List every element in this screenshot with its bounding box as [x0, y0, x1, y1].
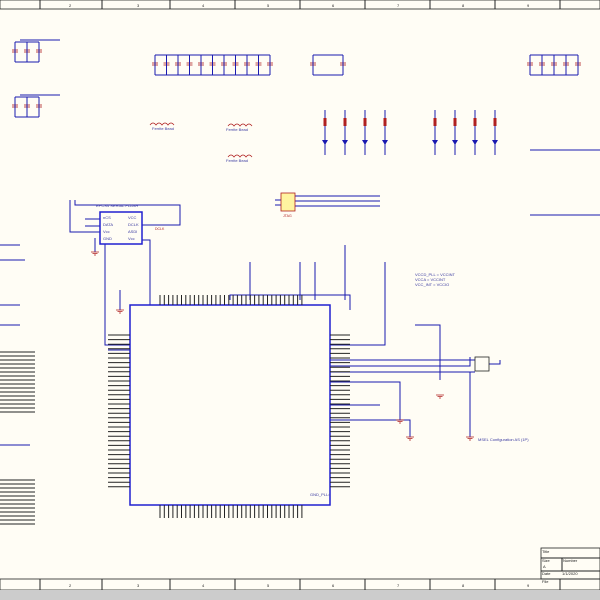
flash-ic-title: EPCS4 SERIAL FLASH	[96, 203, 138, 208]
flash-pin: ASDI	[128, 229, 137, 234]
parts	[0, 41, 581, 525]
zone-label: 8	[462, 583, 465, 588]
wire	[104, 232, 130, 346]
flash-pin: DATA	[103, 222, 113, 227]
ground-icon	[396, 419, 404, 424]
wires	[0, 39, 600, 446]
flash-ic-body[interactable]	[99, 211, 143, 245]
title-label: Title	[542, 549, 550, 554]
jtag-label: JTAG	[283, 214, 292, 218]
ground-icon	[436, 394, 444, 399]
zone-label: 8	[462, 3, 465, 8]
zone-label: 6	[332, 3, 335, 8]
date-label: Date	[542, 571, 551, 576]
led-icon	[472, 140, 478, 145]
zone-label: 5	[267, 3, 270, 8]
msel-note: MSEL Configuration AS (1P)	[478, 437, 529, 442]
flash-pin: nCS	[103, 215, 111, 220]
date-value: 1/1/2020	[562, 571, 578, 576]
title-block: Title Size A Number Date 1/1/2020 File	[540, 547, 600, 584]
flash-pin: Vcc	[103, 229, 110, 234]
zone-label: 7	[397, 583, 400, 588]
dclk-net-label: DCLK	[155, 227, 165, 231]
ferrite-label: Ferrite Bead	[226, 127, 248, 132]
resistor	[493, 118, 497, 126]
note-line3: VCC_INT = VCCIO	[415, 282, 449, 287]
ferrite-label: Ferrite Bead	[226, 158, 248, 163]
zone-label: 6	[332, 583, 335, 588]
zone-label: 9	[527, 583, 530, 588]
wire	[489, 360, 501, 365]
main-ic-body[interactable]	[129, 304, 331, 506]
zone-label: 3	[137, 583, 140, 588]
flash-pin: VCC	[128, 215, 137, 220]
ground-icon	[406, 436, 414, 441]
note-line2: VCCA = VCCINT	[415, 277, 446, 282]
file-label: File	[542, 579, 549, 584]
led-icon	[342, 140, 348, 145]
resistor	[343, 118, 347, 126]
led-icon	[432, 140, 438, 145]
ferrite-bead-icon	[149, 122, 175, 126]
size-label: Size	[542, 558, 551, 563]
ground-icon	[91, 251, 99, 256]
ground-icon	[116, 309, 124, 314]
led-icon	[452, 140, 458, 145]
number-label: Number	[563, 558, 578, 563]
jtag-connector[interactable]	[280, 192, 296, 212]
wire	[229, 294, 351, 310]
resistor	[433, 118, 437, 126]
ferrite-bead-icon	[227, 123, 253, 127]
wire	[69, 200, 100, 233]
zone-label: 4	[202, 583, 205, 588]
zone-label: 5	[267, 583, 270, 588]
wire	[330, 262, 386, 346]
ferrite-bead-icon	[227, 154, 253, 158]
led-icon	[492, 140, 498, 145]
ground-icon	[466, 436, 474, 441]
wire	[74, 200, 181, 226]
wire	[330, 357, 471, 367]
resistor	[363, 118, 367, 126]
ferrite-label: Ferrite Bead	[152, 126, 174, 131]
note-line1: VCCD_PLL = VCCINT	[415, 272, 456, 277]
zone-label: 7	[397, 3, 400, 8]
wire	[415, 324, 441, 380]
zone-label: 2	[69, 3, 72, 8]
wire	[108, 239, 151, 351]
size-value: A	[543, 564, 546, 569]
led-icon	[322, 140, 328, 145]
zone-label: 3	[137, 3, 140, 8]
zone-label: 9	[527, 3, 530, 8]
resistor	[323, 118, 327, 126]
led-icon	[362, 140, 368, 145]
resistor	[383, 118, 387, 126]
oscillator	[474, 356, 490, 372]
flash-pin: DCLK	[128, 222, 139, 227]
zone-label: 4	[202, 3, 205, 8]
zone-label: 2	[69, 583, 72, 588]
wire	[330, 381, 401, 420]
wire	[330, 419, 411, 437]
resistor	[473, 118, 477, 126]
flash-pin: GND	[103, 236, 112, 241]
main-ic-bottom-label: GND_PLL4	[310, 492, 331, 497]
flash-pin: Vcc	[128, 236, 135, 241]
resistor	[453, 118, 457, 126]
led-icon	[382, 140, 388, 145]
